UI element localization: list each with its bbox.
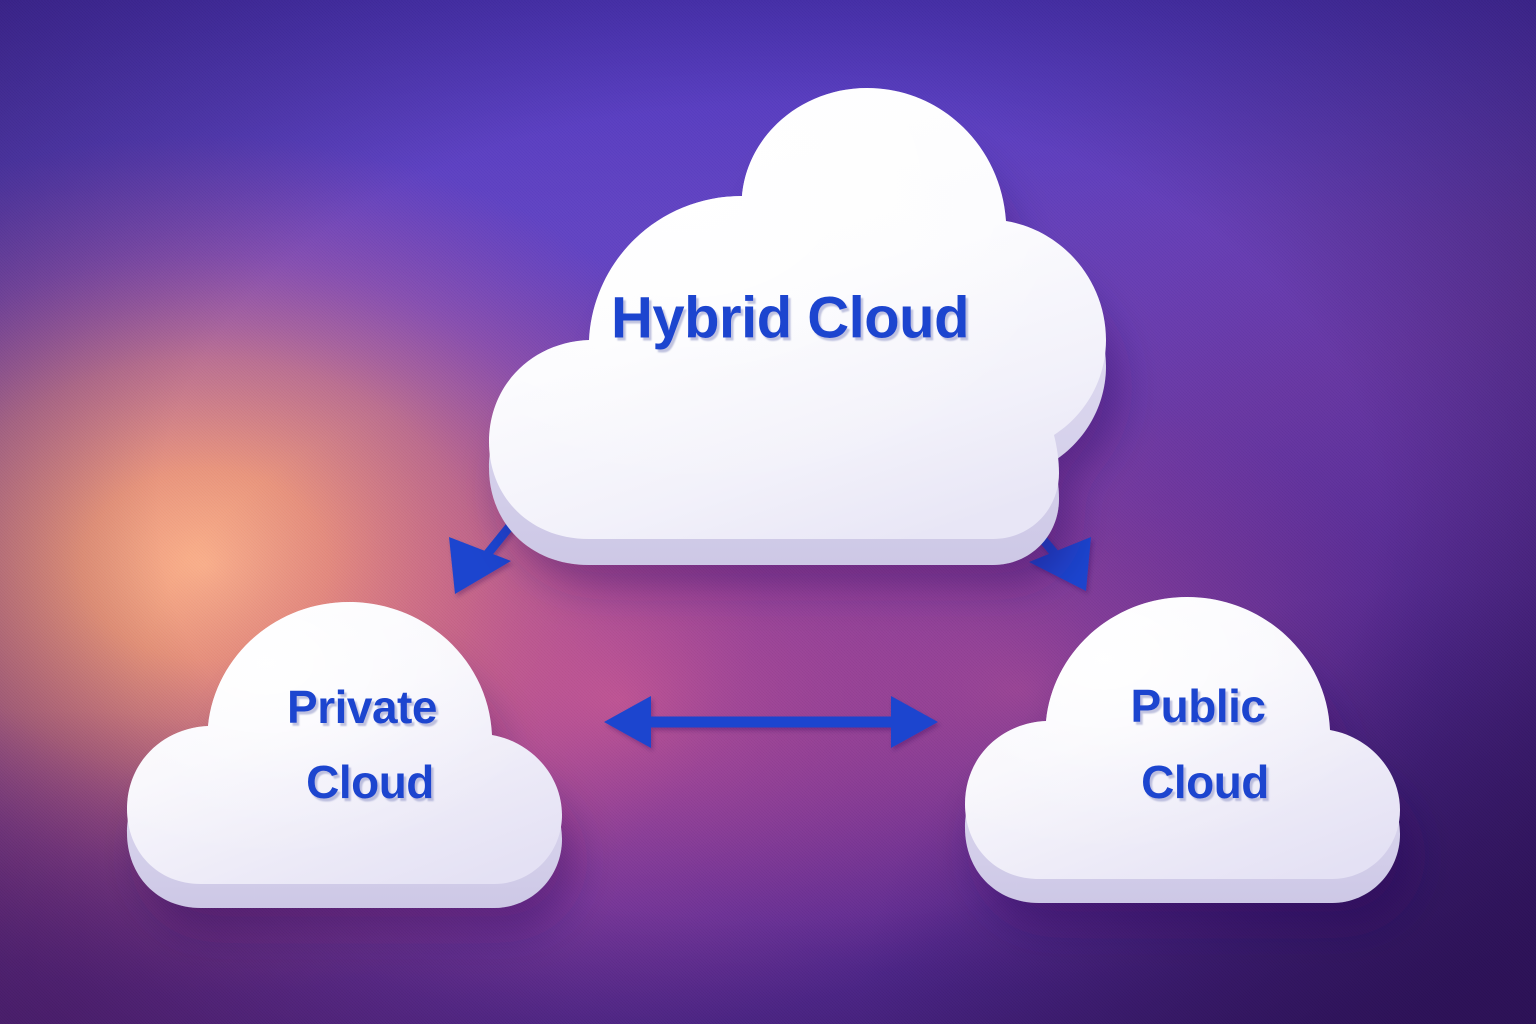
hybrid-cloud-node[interactable]: Hybrid Cloud: [489, 88, 1106, 565]
public-cloud-label-line2: Cloud: [1141, 756, 1269, 808]
private-cloud-node[interactable]: Private Cloud: [127, 602, 562, 908]
private-cloud-label-line1: Private: [287, 681, 437, 733]
arrow-private-public-bidirectional[interactable]: [604, 696, 938, 748]
hybrid-cloud-label: Hybrid Cloud: [611, 285, 969, 350]
private-cloud-label-line2: Cloud: [306, 756, 434, 808]
public-cloud-label-line1: Public: [1130, 680, 1265, 732]
public-cloud-node[interactable]: Public Cloud: [965, 597, 1400, 903]
